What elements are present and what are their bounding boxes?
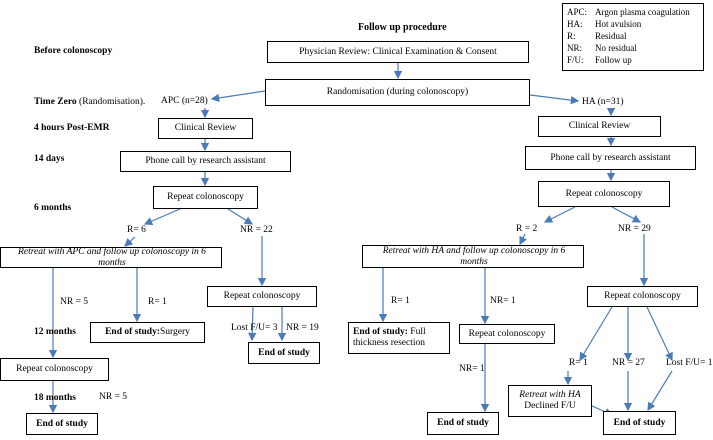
- arrow-ha-repeat-to-r1: [579, 306, 613, 362]
- ha-retreat-declined-rest: Declined F/U: [524, 401, 576, 411]
- box-ha-phone-call: Phone call by research assistant: [525, 146, 696, 170]
- ha-end-resection-bold: End of study:: [353, 327, 408, 337]
- arrow-ha-repeat-to-nr: [611, 206, 642, 223]
- label-apc-lost-followup: Lost F/U= 3: [231, 323, 278, 333]
- legend-key: HA:: [567, 19, 583, 29]
- legend-row: HA: Hot avulsion: [567, 18, 699, 30]
- timepoint-time-zero: Time Zero (Randomisation).: [34, 97, 145, 107]
- box-apc-retreat-repeat: Repeat colonoscopy: [0, 358, 109, 381]
- legend-row: F/U: Follow up: [567, 54, 699, 66]
- arrow-ha-repeat-to-r: [543, 206, 576, 223]
- box-physician-review: Physician Review: Clinical Examination &…: [267, 41, 529, 63]
- apc-end-surgery-rest: Surgery: [160, 327, 190, 337]
- box-apc-retreat: Retreat with APC and follow up colonosco…: [0, 247, 222, 268]
- arrow-apc-repeat-to-r: [143, 208, 181, 226]
- label-apc-nr-19: NR = 19: [286, 323, 319, 333]
- arrow-randomisation-to-ha: [529, 94, 580, 105]
- legend-value: Hot avulsion: [595, 19, 642, 29]
- legend-key: APC:: [567, 7, 588, 17]
- box-apc-end-18m: End of study: [26, 413, 98, 435]
- arrow-apc-r-to-retreat: [124, 236, 136, 247]
- arrow-ha-repeat-to-lost1: [646, 306, 673, 362]
- legend-value: Residual: [595, 31, 627, 41]
- apc-end-surgery-bold: End of study:: [105, 327, 160, 337]
- arrow-apc-repeat-to-nr: [227, 208, 254, 225]
- legend-key: F/U:: [567, 55, 584, 65]
- label-apc-arm: APC (n=28): [161, 96, 208, 106]
- box-ha-retreat-declined: Retreat with HA Declined F/U: [508, 385, 592, 417]
- box-apc-end-nr: End of study: [248, 342, 320, 364]
- label-apc-retreat-residual: R= 1: [148, 297, 167, 307]
- label-ha-final-no-residual: NR = 27: [612, 358, 645, 368]
- box-randomisation: Randomisation (during colonoscopy): [265, 79, 530, 106]
- arrow-ha-r-to-retreat: [519, 233, 527, 246]
- label-ha-residual: R = 2: [516, 224, 538, 234]
- legend: APC: Argon plasma coagulation HA: Hot avul…: [562, 3, 704, 71]
- legend-row: R: Residual: [567, 30, 699, 42]
- ha-end-resection-text: End of study: Full thickness resection: [353, 327, 446, 349]
- label-apc-residual: R= 6: [127, 225, 146, 235]
- box-ha-repeat-6m: Repeat colonoscopy: [538, 181, 670, 207]
- timepoint-18-months: 18 months: [34, 393, 76, 403]
- arrow-randomisation-to-apc: [210, 90, 266, 103]
- legend-key: NR:: [567, 43, 583, 53]
- label-ha-retreat-residual: R= 1: [391, 296, 410, 306]
- diagram-title: Follow up procedure: [358, 22, 447, 33]
- timepoint-time-zero-rest: (Randomisation).: [76, 97, 146, 107]
- timepoint-before: Before colonoscopy: [34, 46, 113, 56]
- ha-retreat-declined-italic: Retreat with HA: [519, 390, 581, 400]
- timepoint-6-months: 6 months: [34, 203, 72, 213]
- label-ha-final-residual: R= 1: [569, 358, 588, 368]
- box-ha-end-resection: End of study: Full thickness resection: [348, 322, 450, 354]
- box-ha-retreat: Retreat with HA and follow up colonoscop…: [362, 245, 584, 268]
- legend-row: APC: Argon plasma coagulation: [567, 6, 699, 18]
- legend-key: R:: [567, 31, 576, 41]
- box-apc-repeat-6m: Repeat colonoscopy: [153, 186, 258, 209]
- ha-end-resection-rest: Full thickness resection: [353, 327, 426, 348]
- timepoint-4-hours: 4 hours Post-EMR: [34, 123, 110, 133]
- timepoint-14-days: 14 days: [34, 154, 65, 164]
- timepoint-time-zero-bold: Time Zero: [34, 97, 77, 107]
- legend-row: NR: No residual: [567, 42, 699, 54]
- box-ha-end-nr: End of study: [603, 411, 676, 435]
- box-ha-nr-repeat: Repeat colonoscopy: [587, 286, 698, 307]
- legend-value: Argon plasma coagulation: [595, 7, 690, 17]
- label-ha-no-residual: NR = 29: [618, 224, 651, 234]
- box-ha-end-retreat: End of study: [427, 412, 499, 435]
- box-apc-end-surgery: End of study: Surgery: [90, 322, 205, 343]
- label-apc-no-residual: NR = 22: [240, 225, 273, 235]
- legend-value: Follow up: [595, 55, 632, 65]
- label-apc-retreat-no-residual: NR = 5: [60, 297, 89, 307]
- box-ha-clinical-review: Clinical Review: [538, 116, 661, 137]
- timepoint-12-months: 12 months: [34, 327, 76, 337]
- label-ha-arm: HA (n=31): [582, 97, 624, 107]
- box-apc-nr-repeat: Repeat colonoscopy: [207, 286, 317, 307]
- box-apc-phone-call: Phone call by research assistant: [120, 151, 291, 172]
- arrow-ha-lost1-to-end: [647, 370, 673, 412]
- label-ha-final-lost: Lost F/U= 1: [666, 358, 713, 368]
- box-apc-clinical-review: Clinical Review: [158, 118, 253, 139]
- box-ha-retreat-repeat: Repeat colonoscopy: [459, 324, 555, 344]
- arrow-apc-repeat-to-lost: [248, 306, 257, 342]
- label-ha-retreat-no-residual: NR= 1: [490, 296, 516, 306]
- label-ha-retreat-final-nr: NR= 1: [459, 364, 485, 374]
- legend-value: No residual: [595, 43, 637, 53]
- label-apc-18m-nr: NR = 5: [99, 392, 128, 402]
